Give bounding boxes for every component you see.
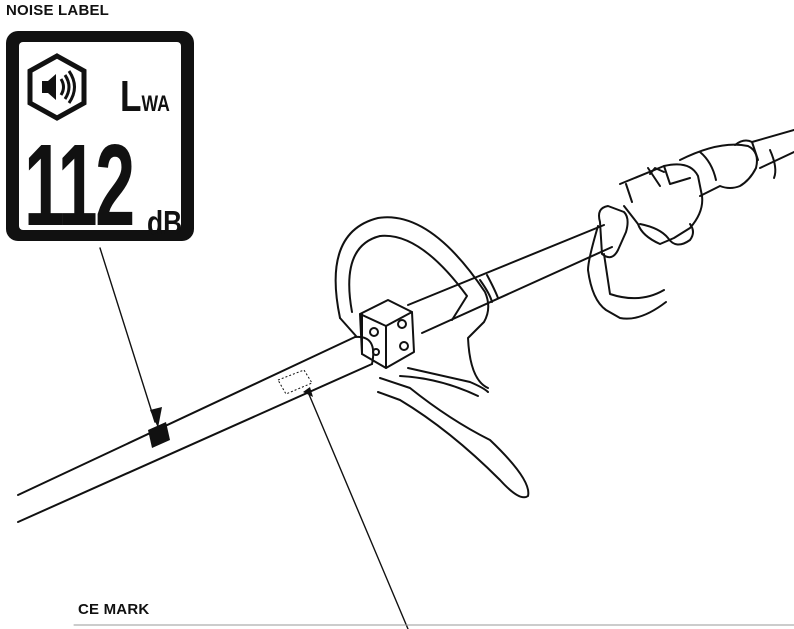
upper-shaft bbox=[407, 224, 613, 334]
speaker-sound-icon bbox=[27, 53, 87, 121]
noise-label-sticker: LWA 112 dB bbox=[6, 31, 194, 243]
ce-mark-leader bbox=[307, 391, 409, 629]
loop-grip bbox=[377, 377, 530, 499]
noise-label-patch bbox=[148, 422, 170, 448]
ce-mark-caption: CE MARK bbox=[78, 601, 150, 618]
noise-label-leader bbox=[99, 247, 156, 423]
noise-label-caption: NOISE LABEL bbox=[6, 2, 110, 19]
throttle-housing bbox=[598, 205, 629, 259]
ce-mark-arrow bbox=[303, 387, 313, 397]
rear-grip bbox=[679, 143, 758, 197]
noise-label-face: LWA 112 dB bbox=[19, 42, 182, 243]
noise-level-unit: dB bbox=[147, 204, 183, 241]
loop-handle bbox=[334, 216, 490, 389]
ce-mark-outline bbox=[277, 369, 313, 395]
noise-label-arrow bbox=[150, 407, 162, 428]
sound-power-symbol: LWA bbox=[120, 72, 170, 121]
noise-level-value: 112 bbox=[24, 120, 135, 250]
shaft bbox=[17, 336, 373, 523]
